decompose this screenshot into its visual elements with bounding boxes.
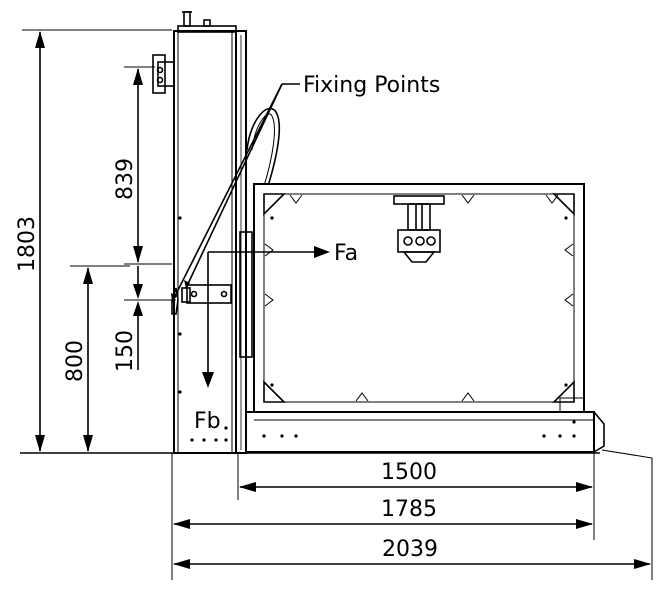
dim-839: 839 [113, 66, 172, 265]
force-arrow-fb: Fb [194, 252, 221, 434]
base-platform [245, 397, 605, 453]
dim-1803: 1803 [15, 216, 40, 272]
dim-1785: 1785 [171, 453, 595, 580]
cable-chain [246, 107, 281, 187]
dim-2039-label: 2039 [382, 537, 438, 562]
dim-1500-label: 1500 [381, 460, 437, 485]
enclosure-frame [253, 183, 585, 413]
fixing-points-callout: Fixing Points [171, 73, 440, 303]
fixing-points-label: Fixing Points [303, 73, 440, 98]
dim-839-label: 839 [113, 158, 138, 200]
dim-1500: 1500 [237, 453, 595, 500]
dim-150: 150 [113, 266, 176, 372]
fb-label: Fb [194, 409, 221, 434]
dim-800-label: 800 [63, 340, 88, 382]
fa-label: Fa [334, 241, 358, 266]
force-arrow-fa: Fa [208, 241, 358, 266]
dim-800: 800 [63, 265, 130, 452]
central-unit [393, 195, 445, 263]
dim-2039: 2039 [173, 449, 653, 580]
dim-overall-height: 1803 [15, 29, 172, 452]
column-structure [152, 11, 259, 454]
dim-150-label: 150 [113, 330, 138, 372]
dim-1785-label: 1785 [381, 497, 437, 522]
